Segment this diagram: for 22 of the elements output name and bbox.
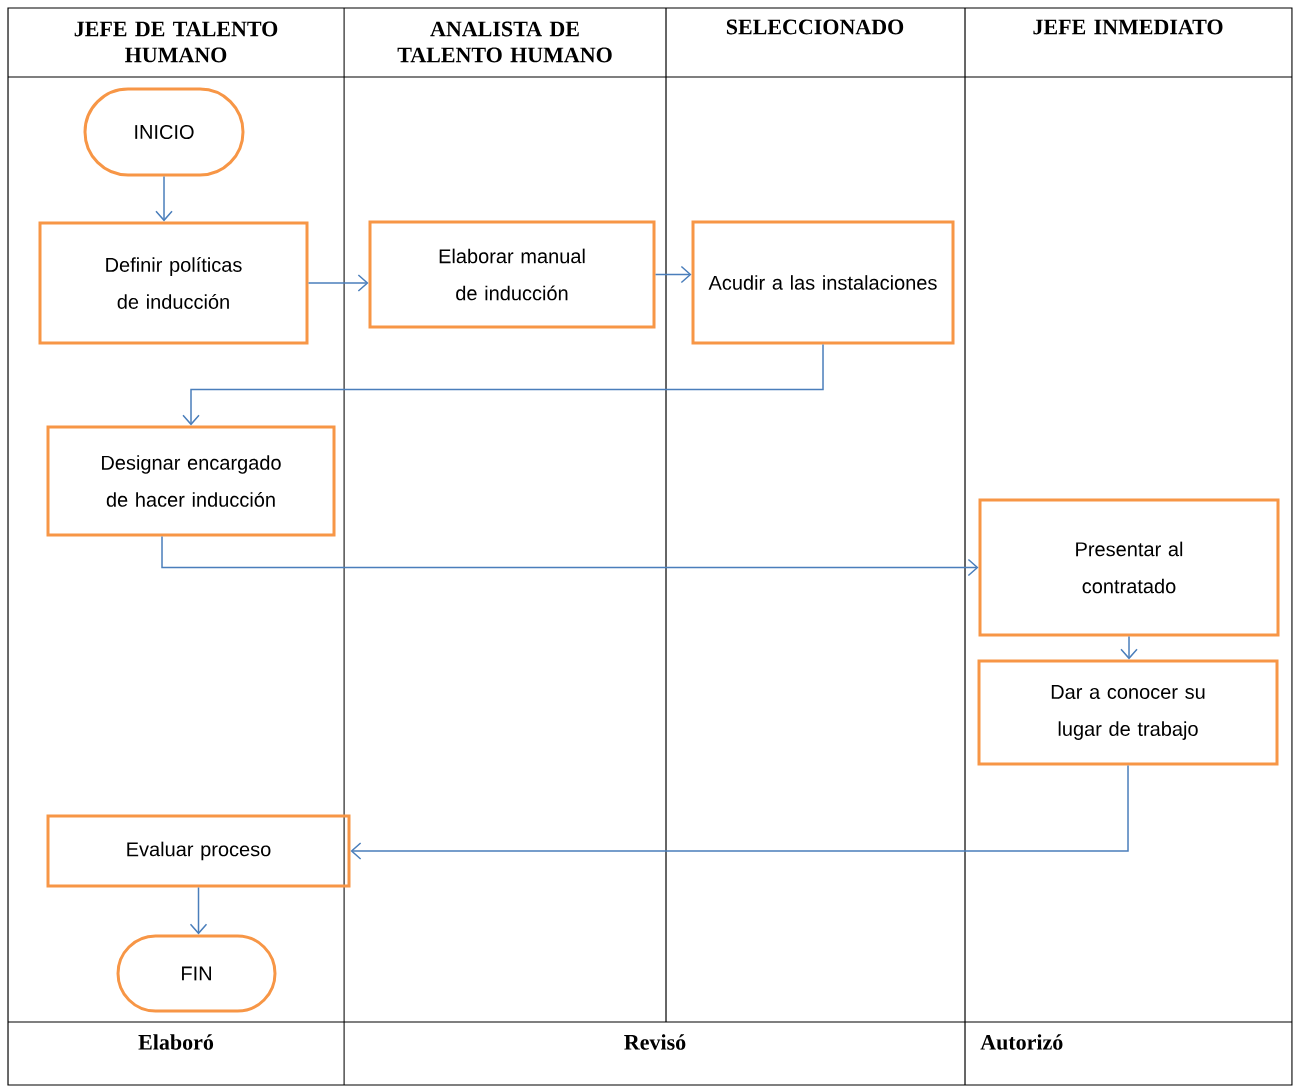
arrow (182, 343, 824, 426)
process-box: Presentar al contratado (978, 498, 1280, 637)
process-box: Designar encargado de hacer inducción (46, 425, 336, 537)
lane-header: JEFE DE TALENTO HUMANO (74, 21, 278, 63)
arrow (350, 764, 1129, 860)
process-box: Elaborar manual de inducción (368, 220, 656, 329)
signature-label: Autorizó (980, 1034, 1063, 1050)
process-box: Acudir a las instalaciones (691, 220, 955, 345)
arrow (155, 175, 173, 222)
lane-header: JEFE INMEDIATO (1033, 19, 1223, 35)
signature-label: Revisó (624, 1034, 686, 1050)
lane-header: SELECCIONADO (726, 19, 904, 35)
arrow (189, 886, 208, 935)
arrow (1120, 635, 1138, 660)
process-box: Definir políticas de inducción (38, 221, 309, 345)
lane-header: ANALISTA DE TALENTO HUMANO (397, 21, 612, 63)
arrow (307, 274, 369, 292)
process-box: Dar a conocer su lugar de trabajo (977, 659, 1279, 766)
signature-label: Elaboró (138, 1034, 214, 1050)
process-box: Evaluar proceso (46, 814, 351, 888)
arrow (161, 535, 979, 577)
arrow (654, 265, 692, 284)
